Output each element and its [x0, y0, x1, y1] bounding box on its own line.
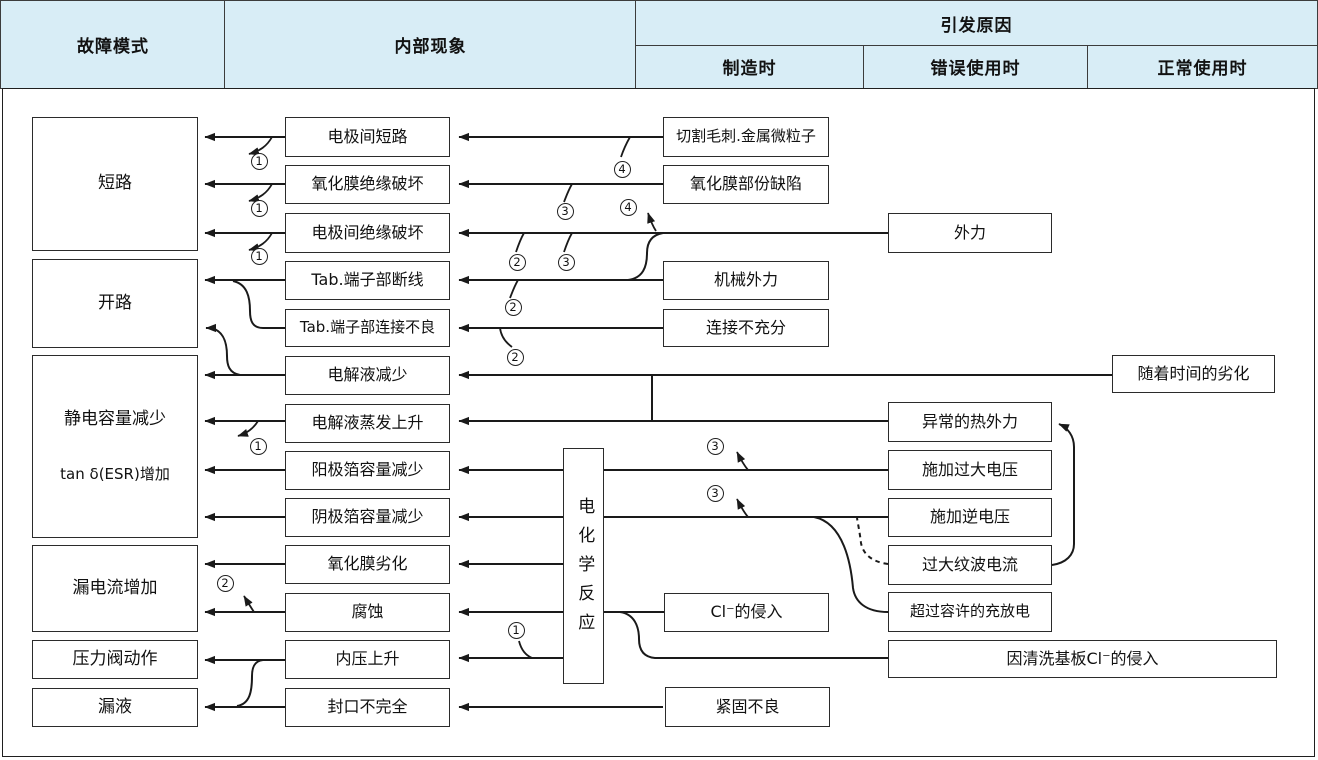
box-excessive-voltage: 施加过大电压 [888, 450, 1052, 490]
annotation-circle-1: 1 [250, 152, 268, 170]
annotation-circle-2: 2 [504, 298, 522, 316]
box-external-force: 外力 [888, 213, 1052, 253]
box-oxide-film-partial-defect: 氧化膜部份缺陷 [663, 165, 829, 204]
box-exceed-allowed-charge-discharge: 超过容许的充放电 [888, 592, 1052, 632]
annotation-circle-2: 2 [508, 253, 526, 271]
box-insufficient-connection: 连接不充分 [663, 309, 829, 347]
annotation-circle-4: 4 [613, 160, 631, 178]
box-abnormal-thermal-force: 异常的热外力 [888, 402, 1052, 442]
header-failure-mode: 故障模式 [0, 0, 226, 89]
box-short-circuit: 短路 [32, 117, 198, 251]
annotation-circle-3: 3 [706, 484, 724, 502]
header-trigger-cause: 引发原因 [635, 0, 1318, 46]
box-oxide-film-insulation-breakdown: 氧化膜绝缘破坏 [285, 165, 450, 204]
box-poor-tightening: 紧固不良 [665, 687, 830, 727]
annotation-circle-3: 3 [557, 253, 575, 271]
annotation-circle-3: 3 [556, 202, 574, 220]
box-degradation-over-time: 随着时间的劣化 [1112, 355, 1275, 393]
box-corrosion: 腐蚀 [285, 593, 450, 632]
annotation-circle-2: 2 [506, 348, 524, 366]
annotation-circle-2: 2 [216, 574, 234, 592]
box-leakage-current-increase: 漏电流增加 [32, 545, 198, 632]
box-pressure-valve-operation: 压力阀动作 [32, 640, 198, 679]
box-excessive-ripple-current: 过大纹波电流 [888, 545, 1052, 585]
box-open-circuit: 开路 [32, 259, 198, 348]
box-tab-terminal-poor-connection: Tab.端子部连接不良 [285, 309, 450, 347]
header-col-normal-use: 正常使用时 [1087, 44, 1318, 89]
annotation-circle-3: 3 [706, 437, 724, 455]
box-internal-pressure-rise: 内压上升 [285, 640, 450, 679]
box-reverse-voltage: 施加逆电压 [888, 498, 1052, 537]
box-board-cleaning-cl-intrusion: 因清洗基板Cl⁻的侵入 [888, 640, 1277, 678]
box-anode-foil-capacity-decrease: 阳极箔容量减少 [285, 451, 450, 490]
box-electrolyte-evaporation-rise: 电解液蒸发上升 [285, 404, 450, 443]
header-col-misuse: 错误使用时 [862, 44, 1089, 89]
box-capacitance-decrease: 静电容量减少 tan δ(ESR)增加 [32, 355, 198, 538]
annotation-circle-1: 1 [507, 621, 525, 639]
box-incomplete-sealing: 封口不完全 [285, 688, 450, 727]
box-cl-intrusion: Cl⁻的侵入 [664, 593, 829, 632]
box-electrode-short: 电极间短路 [285, 117, 450, 157]
box-cathode-foil-capacity-decrease: 阴极箔容量减少 [285, 498, 450, 537]
box-electrolyte-decrease: 电解液减少 [285, 356, 450, 395]
capacitance-decrease-label: 静电容量减少 [64, 409, 166, 430]
annotation-circle-1: 1 [250, 247, 268, 265]
box-mechanical-external-force: 机械外力 [663, 261, 829, 300]
esr-increase-label: tan δ(ESR)增加 [60, 464, 170, 483]
header-internal-phenomenon: 内部现象 [224, 0, 637, 89]
box-electrochemical-reaction: 电化学反应 [563, 448, 604, 684]
annotation-circle-1: 1 [249, 437, 267, 455]
box-electrode-insulation-breakdown: 电极间绝缘破坏 [285, 213, 450, 253]
box-oxide-film-degradation: 氧化膜劣化 [285, 545, 450, 584]
box-liquid-leakage: 漏液 [32, 688, 198, 727]
annotation-circle-1: 1 [250, 199, 268, 217]
box-tab-terminal-wire-break: Tab.端子部断线 [285, 261, 450, 300]
annotation-circle-4: 4 [619, 198, 637, 216]
box-cutting-burr-metal-particles: 切割毛刺.金属微粒子 [663, 117, 829, 157]
